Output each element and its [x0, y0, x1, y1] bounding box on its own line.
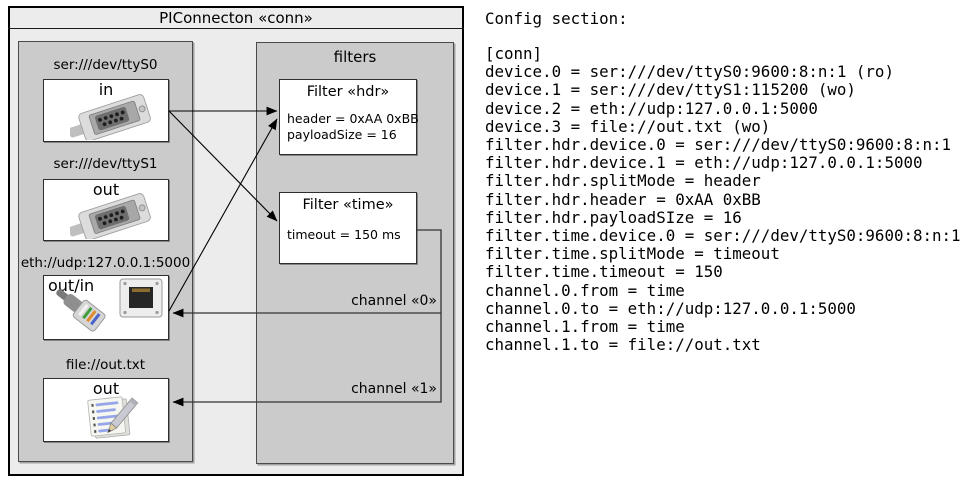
channel-1-label: channel «1»	[351, 381, 437, 397]
device-uri-file: file://out.txt	[65, 357, 146, 373]
config-section-text: [conn] device.0 = ser:///dev/ttyS0:9600:…	[485, 44, 961, 355]
filters-group-label: filters	[333, 48, 377, 66]
channel-0-label: channel «0»	[351, 293, 437, 309]
filter-hdr-title: Filter «hdr»	[306, 84, 390, 100]
filter-hdr-box: Filter «hdr» header = 0xAA 0xBB payloadS…	[279, 79, 419, 155]
ethernet-connector-icon	[56, 278, 163, 332]
device-box-ttyS0: in	[43, 79, 169, 142]
diagram-title: PIConnecton «conn»	[8, 6, 464, 29]
device-uri-ttyS1: ser:///dev/ttyS1	[53, 156, 158, 172]
config-section-heading: Config section:	[485, 9, 628, 28]
filter-time-title: Filter «time»	[302, 197, 394, 213]
serial-connector-icon	[70, 94, 151, 140]
filter-time-attr-timeout: timeout = 150 ms	[287, 227, 401, 242]
device-box-eth: out/in	[43, 275, 169, 340]
device-uri-eth: eth://udp:127.0.0.1:5000	[20, 255, 191, 271]
serial-connector-icon	[70, 193, 151, 239]
filter-hdr-attr-payloadsize: payloadSize = 16	[287, 127, 397, 142]
device-uri-ttyS0: ser:///dev/ttyS0	[53, 57, 158, 73]
device-direction-label: in	[98, 80, 114, 99]
device-box-ttyS1: out	[43, 179, 169, 241]
filter-time-box: Filter «time» timeout = 150 ms	[279, 192, 417, 264]
device-direction-label: out	[92, 180, 120, 199]
filter-hdr-attr-header: header = 0xAA 0xBB	[287, 111, 419, 126]
notepad-icon	[87, 396, 139, 439]
device-direction-label: out	[92, 379, 120, 398]
device-box-file: out	[43, 378, 169, 442]
